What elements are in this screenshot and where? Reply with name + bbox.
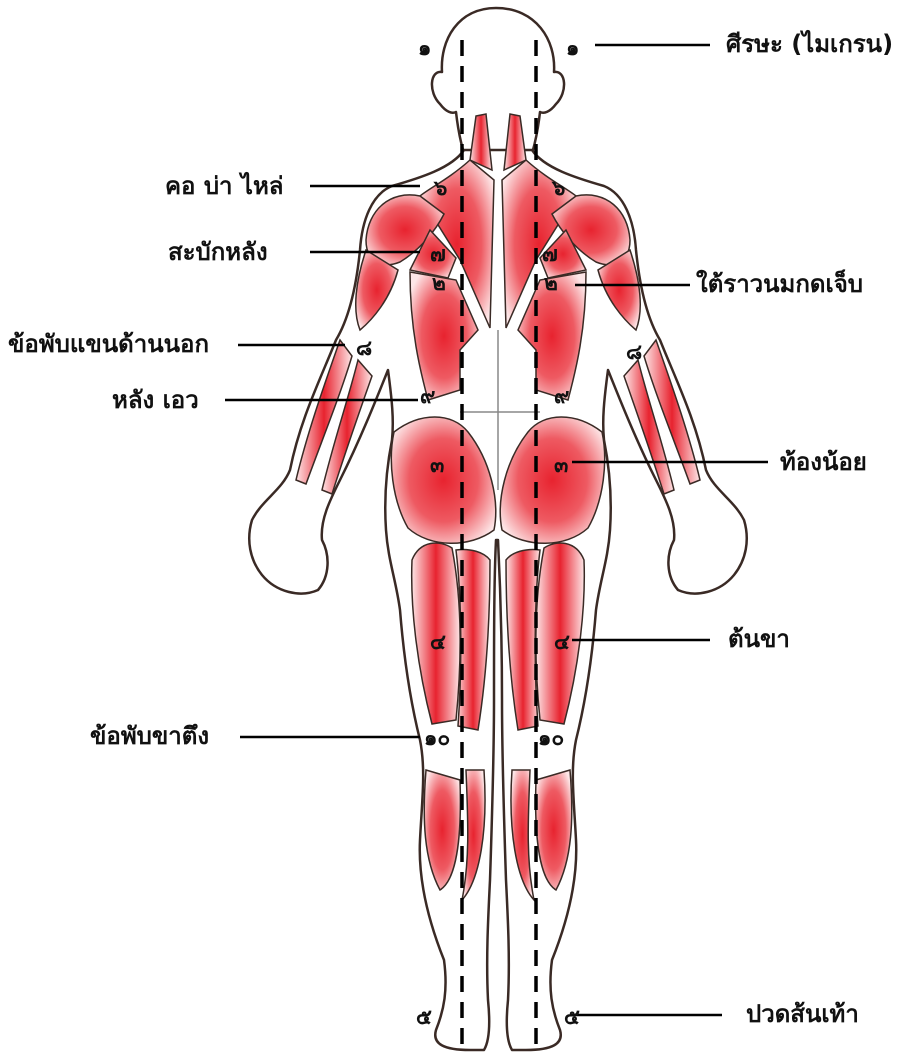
marker-5-left: ๕ — [416, 1005, 432, 1029]
marker-6-right: ๖ — [552, 176, 565, 200]
label-neck-shoulder: คอ บ่า ไหล่ — [165, 172, 284, 200]
marker-1-left: ๑ — [418, 36, 431, 60]
marker-2-right: ๒ — [544, 271, 558, 295]
marker-6-left: ๖ — [434, 176, 447, 200]
marker-7-left: ๗ — [430, 242, 446, 266]
label-thigh: ต้นขา — [728, 625, 790, 653]
marker-3-right: ๓ — [554, 453, 568, 477]
marker-7-right: ๗ — [542, 242, 558, 266]
marker-10-left: ๑๐ — [424, 726, 450, 750]
marker-9-right: ๙ — [554, 384, 569, 408]
label-lower-back: หลัง เอว — [112, 386, 199, 414]
label-under-scapula: ใต้ราวนมกดเจ็บ — [696, 270, 863, 298]
label-heel: ปวดส้นเท้า — [746, 1000, 859, 1028]
marker-5-right: ๕ — [564, 1005, 580, 1029]
label-head: ศีรษะ (ไมเกรน) — [726, 30, 893, 58]
marker-9-left: ๙ — [420, 384, 435, 408]
marker-2-left: ๒ — [432, 271, 446, 295]
label-outer-elbow: ข้อพับแขนด้านนอก — [8, 330, 209, 358]
marker-1-right: ๑ — [566, 36, 579, 60]
marker-4-right: ๔ — [554, 630, 570, 654]
marker-10-right: ๑๐ — [538, 726, 564, 750]
label-knee-back: ข้อพับขาตึง — [90, 722, 209, 750]
marker-4-left: ๔ — [430, 630, 446, 654]
label-scapula: สะบักหลัง — [168, 238, 268, 266]
marker-8-left: ๘ — [356, 336, 372, 360]
marker-3-left: ๓ — [430, 453, 444, 477]
label-lower-abdomen: ท้องน้อย — [780, 448, 867, 476]
body-outline — [249, 8, 747, 1050]
marker-8-right: ๘ — [626, 340, 642, 364]
